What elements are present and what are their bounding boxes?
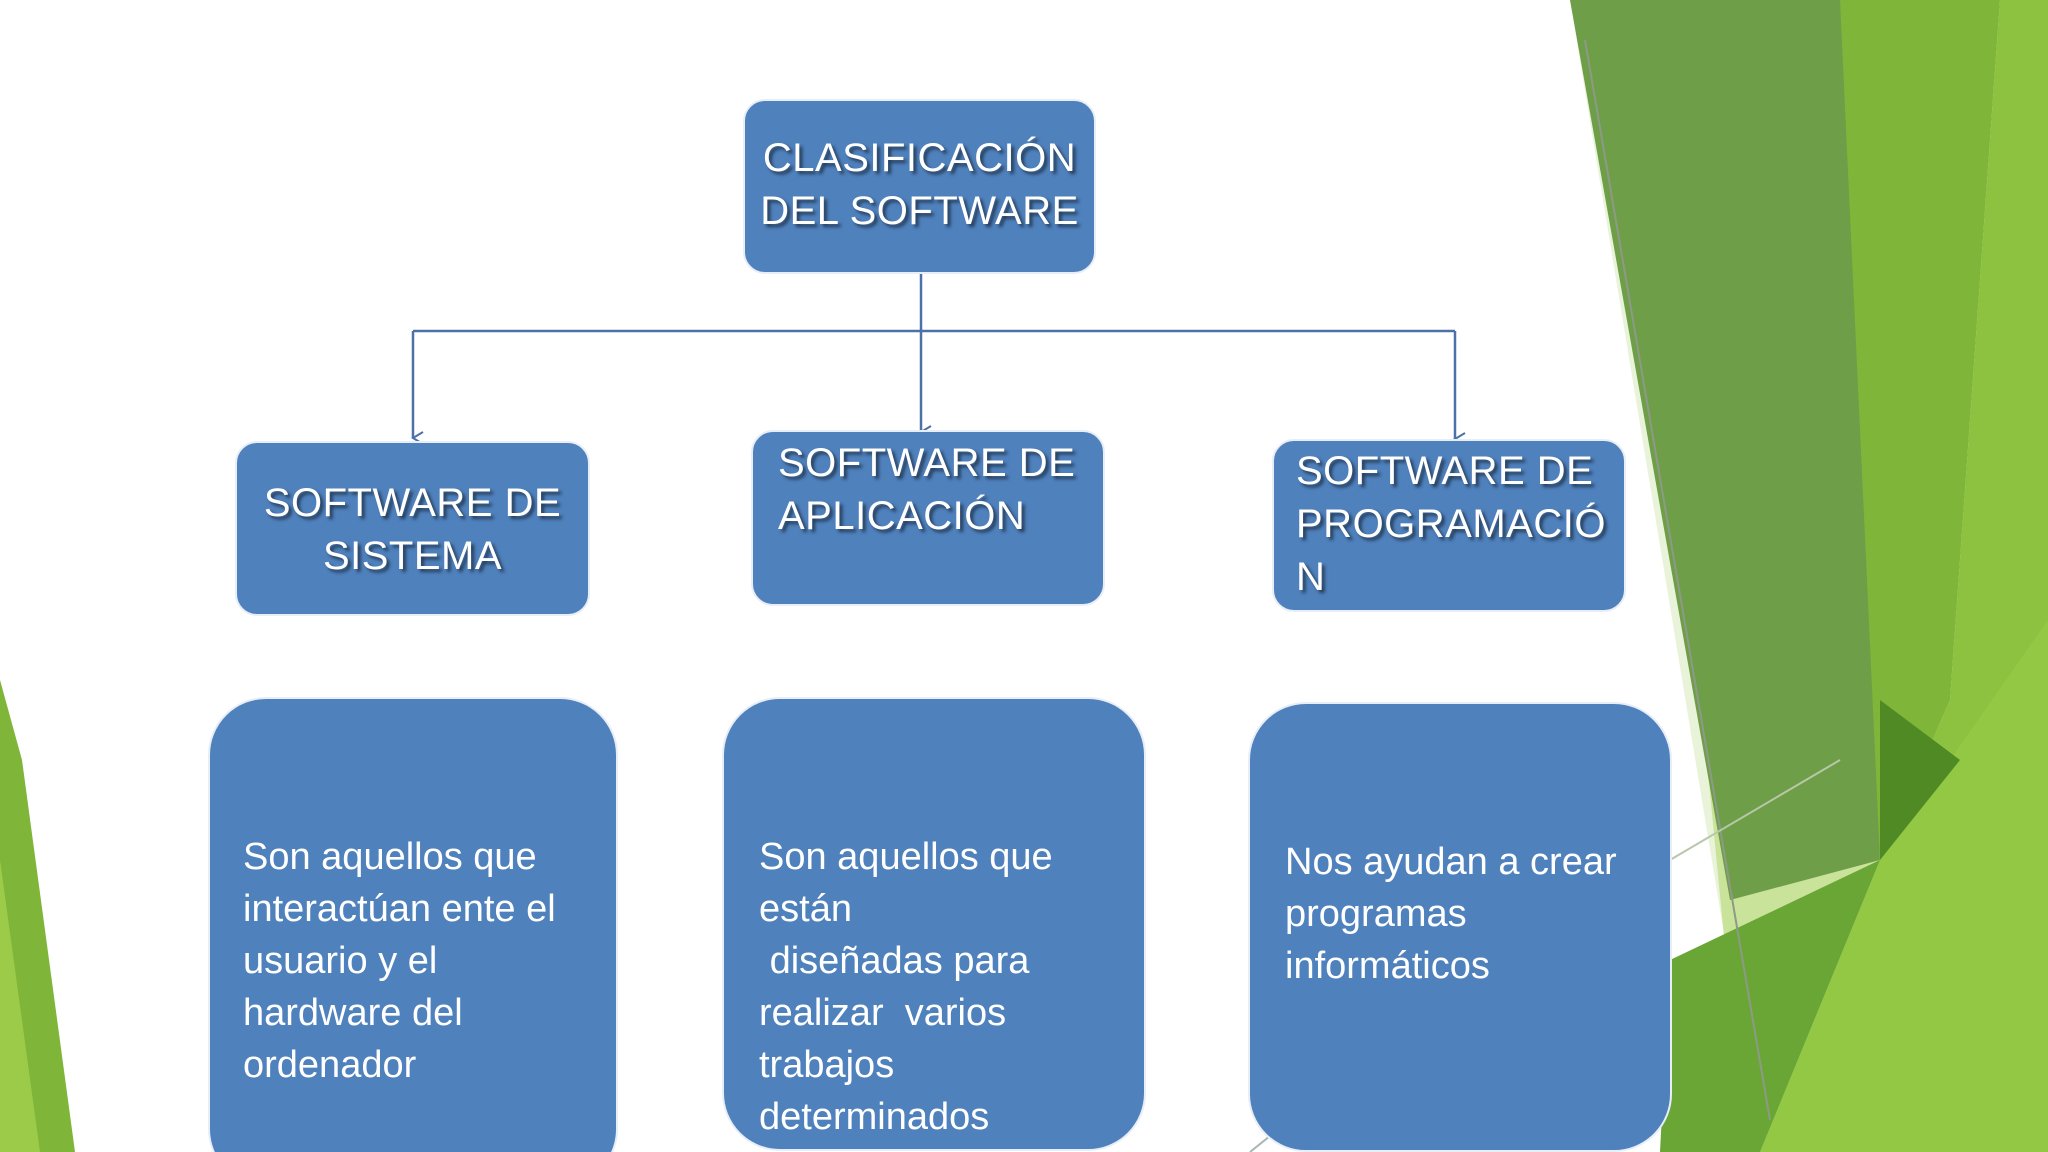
root-line-2: DEL SOFTWARE (760, 189, 1079, 233)
left-facet-light (0, 860, 40, 1152)
category-aplicacion-line-2: APLICACIÓN (778, 494, 1026, 538)
category-programacion-line-1: SOFTWARE DE (1296, 449, 1594, 493)
description-programacion-text: Nos ayudan a crear programas informático… (1285, 841, 1617, 987)
right-facet-shadow (1880, 700, 1960, 860)
description-sistema-text: Son aquellos que interactúan ente el usu… (243, 836, 556, 1086)
root-line-1: CLASIFICACIÓN (762, 136, 1077, 180)
description-programacion-box: Nos ayudan a crear programas informático… (1248, 702, 1672, 1152)
description-aplicacion-box: Son aquellos que están diseñadas para re… (722, 697, 1146, 1151)
description-aplicacion-text: Son aquellos que están diseñadas para re… (759, 836, 1053, 1138)
category-sistema-line-1: SOFTWARE DE (263, 481, 562, 525)
right-facet-edge-line (1584, 39, 1771, 1121)
category-aplicacion-line-1: SOFTWARE DE (778, 441, 1076, 485)
right-facet-lower (1760, 620, 2048, 1152)
right-facet-crease-line (1669, 759, 1841, 861)
right-facet-dark (1570, 0, 1880, 900)
root-node-box: CLASIFICACIÓN DEL SOFTWARE (743, 99, 1096, 274)
description-sistema-box: Son aquellos que interactúan ente el usu… (208, 697, 618, 1152)
right-facet-bottom (1660, 860, 1880, 1152)
category-sistema-box: SOFTWARE DE SISTEMA (235, 441, 590, 616)
category-aplicacion-box: SOFTWARE DE APLICACIÓN (751, 430, 1105, 606)
category-programacion-box: SOFTWARE DE PROGRAMACIÓ N (1272, 439, 1626, 612)
category-programacion-line-3: N (1296, 555, 1326, 599)
right-facet-mid (1840, 0, 2000, 860)
category-programacion-line-2: PROGRAMACIÓ (1296, 502, 1606, 546)
category-sistema-line-2: SISTEMA (322, 534, 503, 578)
